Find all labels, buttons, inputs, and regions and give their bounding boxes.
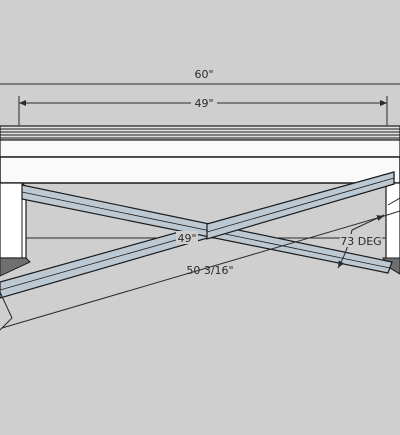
dimension-brace-angle: 73 DEG: [337, 214, 385, 269]
dimension-label-inner-span: 49": [194, 97, 213, 110]
dimension-label-bg: [189, 66, 219, 80]
dimension-label-brace-length: 50 3/16": [186, 264, 233, 277]
dimension-label-brace-angle: 73 DEG: [340, 235, 381, 248]
dimension-label-lower-span: 49": [177, 232, 196, 245]
left-foot: [0, 257, 31, 277]
table-top: [0, 125, 400, 184]
right-leg: [385, 182, 400, 261]
dimension-label-overall-length: 60": [194, 68, 213, 81]
dimension-label-bg: [340, 234, 382, 247]
dimension-brace-length: 50 3/16": [0, 197, 400, 331]
dimension-overall-length: 60": [0, 66, 400, 85]
dimension-inner-span: 49": [18, 96, 388, 125]
brace-back-upper: [206, 171, 395, 240]
dimension-label-bg: [191, 96, 217, 110]
dimension-label-bg: [176, 231, 198, 244]
